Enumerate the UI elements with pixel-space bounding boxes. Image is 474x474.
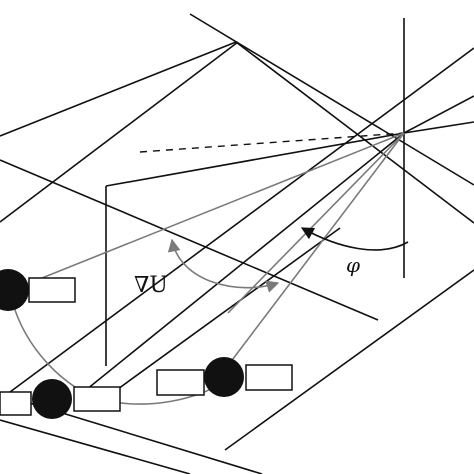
phi-angle-arc (300, 227, 409, 251)
upper-plane-back-edge (235, 41, 474, 224)
upper-plane (0, 13, 474, 321)
satellite-right-body (204, 357, 244, 397)
lower-plane (0, 41, 474, 474)
gradient-label: ∇U (134, 273, 168, 298)
satellite-bottom-panel-right (73, 386, 121, 412)
satellite-right (156, 357, 293, 397)
satellite-right-panel-left (156, 369, 205, 396)
satellite-bottom-body (32, 379, 72, 419)
dashed-reference-line (139, 132, 405, 153)
satellite-bottom-panel-left (0, 391, 32, 416)
gradient-arrow (167, 238, 280, 293)
satellite-right-panel-right (245, 364, 293, 391)
lower-plane-diagonal (9, 47, 474, 393)
vertex-spoke-lower-right (403, 95, 474, 134)
satellite-left-panel (28, 277, 76, 303)
vertex-spoke-upper (403, 121, 474, 134)
projection-top-line (105, 132, 405, 187)
lower-plane-bottom-edge (0, 419, 191, 474)
upper-plane-edge (189, 13, 474, 186)
phi-label: φ (346, 253, 360, 277)
ray-to-satellite-left (11, 132, 405, 291)
upper-plane-left-edge (0, 41, 237, 137)
ray-to-satellite-bottom (219, 132, 405, 377)
satellite-bottom (0, 379, 121, 419)
lower-plane-inner-edge (99, 227, 341, 403)
lower-plane-right-edge (224, 269, 474, 451)
satellite-left-body (0, 269, 29, 311)
lower-plane-inner-diagonal (0, 41, 239, 223)
satellite-left (0, 269, 76, 311)
